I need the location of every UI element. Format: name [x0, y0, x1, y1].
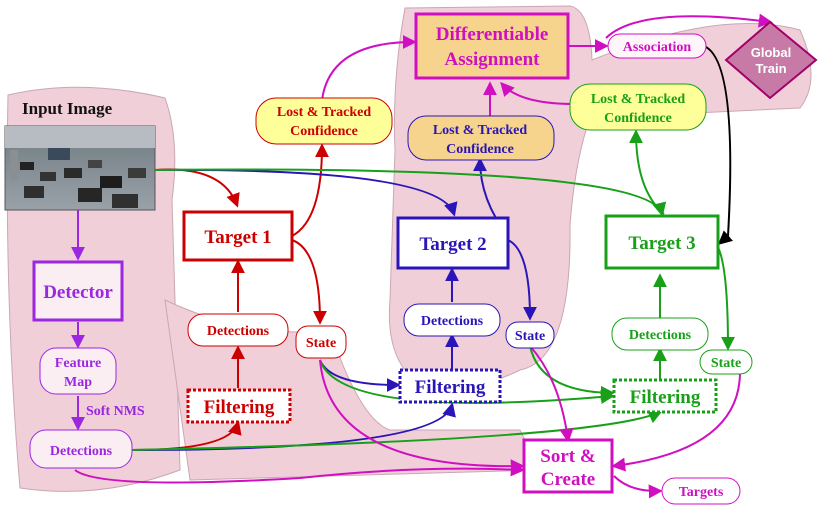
feature-map-line-1: Feature	[55, 356, 101, 371]
filtering-box-2: Filtering	[398, 368, 502, 404]
confidence-node-2: Lost & Tracked Confidence	[407, 115, 555, 161]
detections-node-2: Detections	[403, 303, 501, 337]
arrow-association-to-globaltrain	[605, 13, 773, 39]
detections-input-node: Detections	[29, 429, 133, 469]
filtering-2-label: Filtering	[415, 377, 486, 398]
detector-label: Detector	[43, 282, 113, 303]
arrow-detections-to-filtering3	[131, 410, 663, 451]
confidence3-line-2: Confidence	[604, 111, 672, 126]
targets-label: Targets	[679, 485, 724, 500]
arrow-image-to-target3	[154, 168, 667, 217]
arrow-target1-to-confidence1	[291, 143, 329, 237]
state-node-3: State	[699, 349, 753, 375]
soft-nms-label: Soft NMS	[86, 404, 145, 419]
state-3-label: State	[711, 356, 741, 371]
detections-node-3: Detections	[611, 317, 709, 351]
arrow-target1-to-state1	[291, 239, 327, 325]
filtering-box-1: Filtering	[186, 388, 292, 424]
target-3-label: Target 3	[628, 233, 695, 254]
arrow-sortcreate-to-targets	[613, 475, 663, 499]
state-1-label: State	[306, 336, 336, 351]
assignment-line-2: Assignment	[444, 49, 540, 70]
confidence1-line-1: Lost & Tracked	[277, 105, 372, 120]
detections-input-label: Detections	[50, 444, 113, 459]
confidence2-line-1: Lost & Tracked	[433, 123, 528, 138]
assignment-line-1: Differentiable	[436, 24, 549, 45]
sort-create-box: Sort & Create	[522, 438, 614, 494]
detections-2-label: Detections	[421, 314, 484, 329]
arrow-state2-to-filtering3	[529, 345, 615, 400]
arrow-confidence1-to-assignment	[321, 35, 417, 101]
targets-node: Targets	[661, 477, 741, 505]
arrow-state3-to-sortcreate	[611, 371, 741, 472]
target-1-label: Target 1	[204, 227, 271, 248]
arrow-state1-to-sortcreate	[319, 359, 525, 474]
feature-map-line-2: Map	[64, 375, 92, 390]
association-label: Association	[623, 40, 692, 55]
arrow-state2-to-sortcreate	[529, 345, 574, 443]
global-train-node: Global Train	[724, 20, 818, 100]
filtering-3-label: Filtering	[630, 387, 701, 408]
target-1-box: Target 1	[182, 210, 294, 262]
sort-create-line-2: Create	[541, 469, 596, 490]
confidence-node-3: Lost & Tracked Confidence	[569, 83, 707, 131]
target-3-box: Target 3	[604, 214, 720, 270]
target-2-box: Target 2	[396, 216, 510, 270]
detector-box: Detector	[32, 260, 124, 322]
arrow-target2-to-state2	[507, 239, 537, 321]
confidence3-line-1: Lost & Tracked	[591, 92, 686, 107]
sort-create-line-1: Sort &	[540, 446, 595, 467]
arrow-confidence3-to-assignment	[500, 81, 575, 105]
confidence2-line-2: Confidence	[446, 142, 514, 157]
arrow-association-to-target3	[703, 45, 734, 245]
input-image	[4, 125, 156, 211]
filtering-1-label: Filtering	[204, 397, 275, 418]
global-train-line-2: Train	[755, 61, 786, 76]
detections-3-label: Detections	[629, 328, 692, 343]
state-2-label: State	[515, 329, 545, 344]
global-train-line-1: Global	[751, 45, 791, 60]
filtering-box-3: Filtering	[612, 378, 718, 414]
confidence1-line-2: Confidence	[290, 124, 358, 139]
feature-map-node: Feature Map	[39, 347, 117, 395]
arrow-target3-to-confidence3	[629, 129, 665, 215]
detections-1-label: Detections	[207, 324, 270, 339]
state-node-2: State	[505, 321, 555, 349]
input-image-title: Input Image	[22, 99, 113, 118]
target-2-label: Target 2	[419, 234, 486, 255]
arrow-detections-to-sortcreate	[74, 462, 525, 484]
differentiable-assignment-box: Differentiable Assignment	[414, 12, 570, 80]
confidence-node-1: Lost & Tracked Confidence	[255, 97, 393, 145]
state-node-1: State	[295, 325, 347, 359]
detections-node-1: Detections	[187, 313, 289, 347]
association-node: Association	[607, 33, 707, 59]
